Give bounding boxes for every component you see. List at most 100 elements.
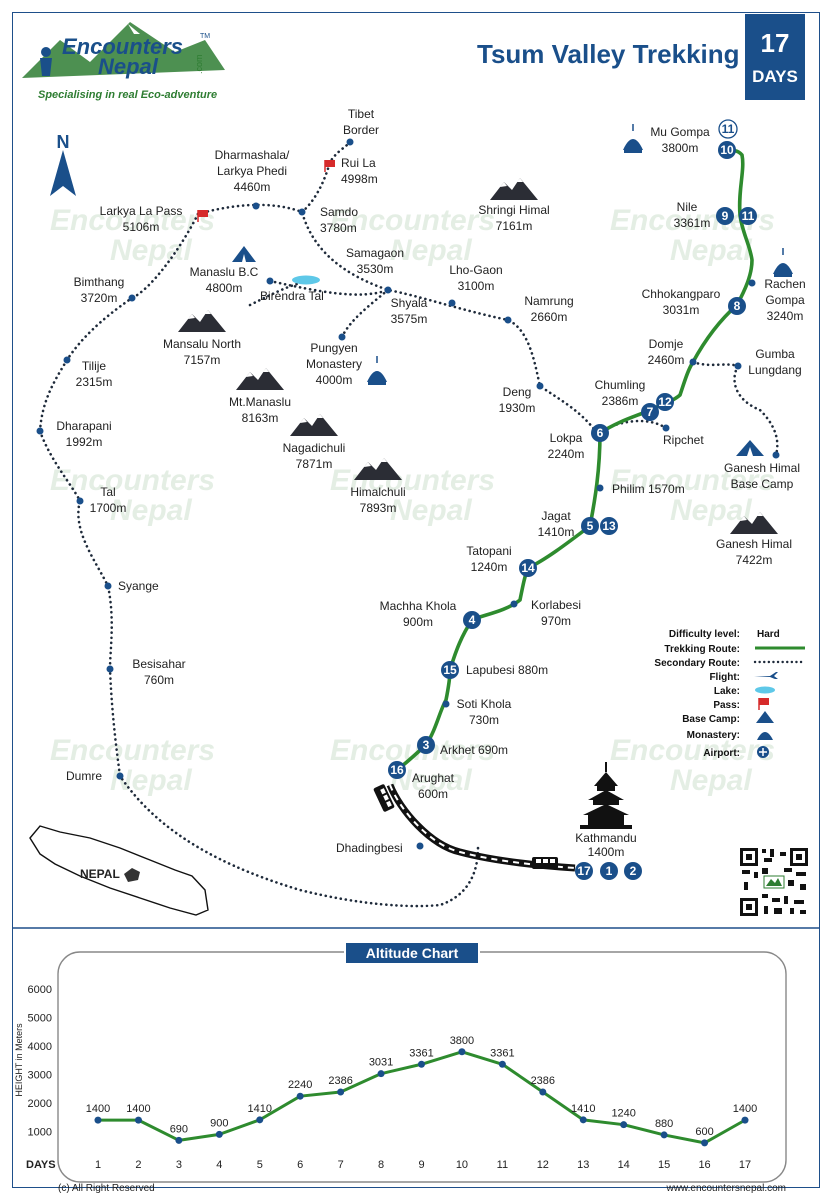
logo[interactable]: Encounters Nepal .com TM Specialising in… bbox=[22, 22, 225, 101]
svg-text:15: 15 bbox=[443, 663, 457, 677]
nepal-inset-map: NEPAL bbox=[29, 825, 209, 916]
svg-text:8: 8 bbox=[734, 299, 741, 313]
logo-tm: TM bbox=[200, 33, 210, 40]
altitude-point bbox=[377, 1070, 385, 1078]
svg-text:2: 2 bbox=[630, 864, 637, 878]
day-marker: 8 bbox=[728, 297, 746, 315]
legend-item: Pass: bbox=[713, 700, 740, 711]
x-tick-label: 7 bbox=[338, 1159, 344, 1171]
place-dot bbox=[384, 286, 392, 294]
day-marker: 6 bbox=[591, 424, 609, 442]
pass-flag-icon bbox=[758, 698, 769, 710]
x-tick-label: 4 bbox=[216, 1159, 222, 1171]
svg-text:6: 6 bbox=[597, 426, 604, 440]
airport-icon bbox=[757, 746, 769, 758]
altitude-data-label: 690 bbox=[170, 1123, 188, 1135]
footer-copyright: (c) All Right Reserved bbox=[58, 1183, 155, 1194]
y-tick-label: 2000 bbox=[28, 1098, 52, 1110]
svg-text:4: 4 bbox=[469, 613, 476, 627]
place-dots bbox=[36, 138, 780, 850]
mountain-icon bbox=[290, 414, 338, 436]
svg-text:Encounters: Encounters bbox=[330, 734, 495, 767]
place-dot bbox=[536, 382, 544, 390]
north-arrow-icon bbox=[50, 150, 76, 196]
x-tick-label: 17 bbox=[739, 1159, 751, 1171]
altitude-point bbox=[741, 1116, 749, 1124]
svg-text:11: 11 bbox=[722, 122, 735, 136]
altitude-data-label: 2386 bbox=[531, 1075, 555, 1087]
legend-item: Monastery: bbox=[687, 730, 740, 741]
svg-text:Nepal: Nepal bbox=[110, 234, 192, 267]
place-dot bbox=[689, 358, 697, 366]
days-label: DAYS bbox=[752, 67, 798, 86]
chart-title: Altitude Chart bbox=[366, 945, 459, 961]
place-dot bbox=[346, 138, 354, 146]
place-dot bbox=[734, 362, 742, 370]
svg-text:Nepal: Nepal bbox=[110, 494, 192, 527]
altitude-data-label: 600 bbox=[695, 1126, 713, 1138]
legend-item: Secondary Route: bbox=[654, 658, 740, 669]
bus-icon bbox=[373, 784, 395, 812]
day-marker: 2 bbox=[624, 862, 642, 880]
day-marker: 4 bbox=[463, 611, 481, 629]
secondary-route-tibet bbox=[300, 140, 352, 214]
svg-text:Nepal: Nepal bbox=[670, 234, 752, 267]
svg-text:Nepal: Nepal bbox=[390, 494, 472, 527]
place-dot bbox=[104, 582, 112, 590]
altitude-data-label: 880 bbox=[655, 1118, 673, 1130]
day-marker: 15 bbox=[441, 661, 459, 679]
altitude-point bbox=[701, 1139, 709, 1147]
day-marker: 11 bbox=[718, 119, 738, 139]
altitude-data-label: 1400 bbox=[126, 1103, 150, 1115]
altitude-chart: Altitude Chart HEIGHT in Meters DAYS 100… bbox=[14, 941, 787, 1194]
place-dot bbox=[596, 484, 604, 492]
mountain-icon bbox=[490, 178, 538, 200]
monastery-icon bbox=[367, 356, 387, 385]
y-tick-label: 6000 bbox=[28, 984, 52, 996]
svg-text:17: 17 bbox=[577, 864, 591, 878]
base-camp-icon bbox=[756, 711, 774, 723]
place-dot bbox=[416, 842, 424, 850]
qr-code[interactable] bbox=[738, 846, 810, 918]
place-label-dhadingbesi: Dhadingbesi bbox=[336, 841, 403, 855]
days-number: 17 bbox=[761, 28, 790, 58]
x-tick-label: 12 bbox=[537, 1159, 549, 1171]
chart-ylabel: HEIGHT in Meters bbox=[14, 1023, 24, 1097]
place-dot bbox=[116, 772, 124, 780]
mountain-icon bbox=[178, 310, 226, 332]
x-tick-label: 3 bbox=[176, 1159, 182, 1171]
base-camp-icon bbox=[232, 246, 256, 262]
footer-website[interactable]: www.encountersnepal.com bbox=[665, 1183, 786, 1194]
lake-icon bbox=[292, 275, 320, 285]
monastery-icon bbox=[757, 732, 773, 740]
y-tick-label: 5000 bbox=[28, 1013, 52, 1025]
place-label-birendra-tal: Birendra Tal bbox=[260, 289, 324, 303]
x-tick-label: 11 bbox=[497, 1159, 508, 1171]
place-dot bbox=[748, 279, 756, 287]
x-tick-label: 5 bbox=[257, 1159, 263, 1171]
pass-flag-icon bbox=[324, 160, 335, 172]
svg-text:12: 12 bbox=[658, 395, 672, 409]
day-marker: 16 bbox=[388, 761, 406, 779]
